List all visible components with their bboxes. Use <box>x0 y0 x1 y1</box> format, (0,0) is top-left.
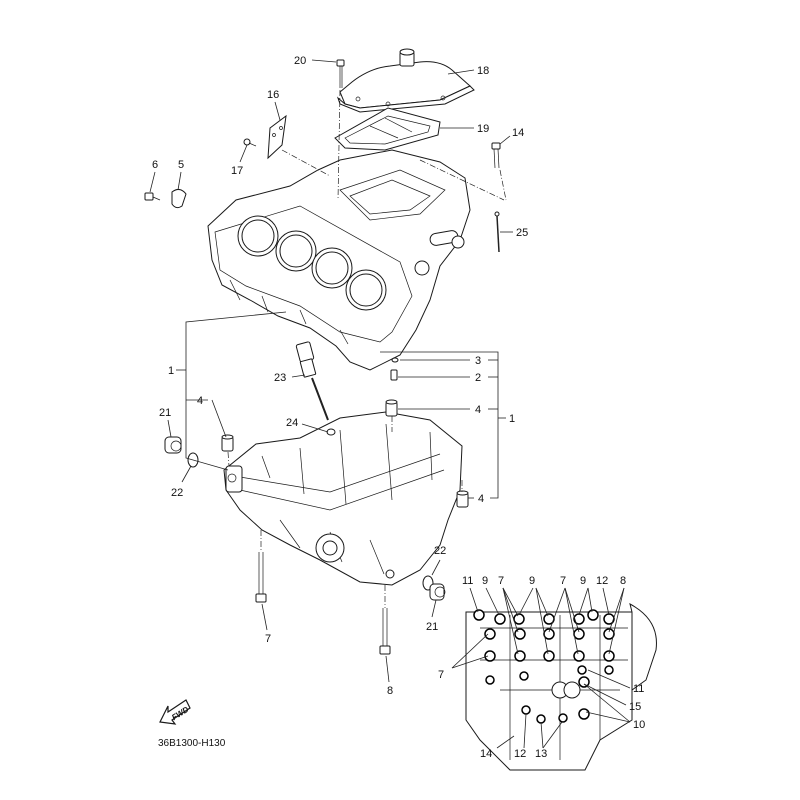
callout-5[interactable]: 5 <box>178 159 184 171</box>
callout-11-inset-top[interactable]: 11 <box>462 575 473 587</box>
part-21-plug-left[interactable] <box>164 436 182 454</box>
callout-7-inset-b[interactable]: 7 <box>560 575 566 587</box>
callout-16[interactable]: 16 <box>267 89 279 101</box>
part-6-bolt[interactable] <box>144 192 161 201</box>
callout-15[interactable]: 15 <box>629 701 641 713</box>
part-3-o-ring[interactable] <box>391 357 399 363</box>
part-2-bolt[interactable] <box>390 369 398 381</box>
part-23-sensor[interactable] <box>295 341 329 421</box>
callout-9-inset-a[interactable]: 9 <box>482 575 488 587</box>
callout-21-left[interactable]: 21 <box>159 407 171 419</box>
part-4-dowel-left[interactable] <box>221 434 234 452</box>
callout-7-inset-c[interactable]: 7 <box>438 669 444 681</box>
callout-6[interactable]: 6 <box>152 159 158 171</box>
part-17-screw[interactable] <box>243 138 257 147</box>
callout-7-inset-a[interactable]: 7 <box>498 575 504 587</box>
callout-18[interactable]: 18 <box>477 65 489 77</box>
part-5-cover[interactable] <box>171 188 187 209</box>
callout-20[interactable]: 20 <box>294 55 306 67</box>
callout-4-left[interactable]: 4 <box>197 395 203 407</box>
part-20-bolt[interactable] <box>336 59 345 88</box>
callout-14-inset[interactable]: 14 <box>480 748 492 760</box>
callout-22-left[interactable]: 22 <box>171 487 183 499</box>
part-4-dowel-mid[interactable] <box>385 399 398 417</box>
callout-10[interactable]: 10 <box>633 719 645 731</box>
callout-13[interactable]: 13 <box>535 748 547 760</box>
callout-2[interactable]: 2 <box>475 372 481 384</box>
callout-8-inset[interactable]: 8 <box>620 575 626 587</box>
callout-9-inset-c[interactable]: 9 <box>580 575 586 587</box>
callout-8-bolt[interactable]: 8 <box>387 685 393 697</box>
fwd-arrow-icon: FWD <box>159 699 191 725</box>
callout-19[interactable]: 19 <box>477 123 489 135</box>
part-25-rod[interactable] <box>494 211 500 253</box>
callout-12-inset-bottom[interactable]: 12 <box>514 748 526 760</box>
callout-21-right[interactable]: 21 <box>426 621 438 633</box>
part-18-cover[interactable] <box>336 48 475 113</box>
callout-14-upper[interactable]: 14 <box>512 127 524 139</box>
callout-22-right[interactable]: 22 <box>434 545 446 557</box>
callout-3[interactable]: 3 <box>475 355 481 367</box>
part-14-bolt-upper[interactable] <box>491 142 501 169</box>
callout-4-mid[interactable]: 4 <box>475 404 481 416</box>
part-21-plug-right[interactable] <box>429 583 446 601</box>
callout-9-inset-b[interactable]: 9 <box>529 575 535 587</box>
callout-17[interactable]: 17 <box>231 165 243 177</box>
leader-lines <box>149 59 631 749</box>
part-16-plate[interactable] <box>267 114 287 160</box>
inset-bottom-view <box>465 603 657 771</box>
reference-code: 36B1300-H130 <box>158 738 226 749</box>
upper-crankcase[interactable] <box>207 149 471 371</box>
callout-11-inset-side[interactable]: 11 <box>633 683 644 695</box>
part-8-long-bolt[interactable] <box>379 608 391 655</box>
callout-4-right[interactable]: 4 <box>478 493 484 505</box>
part-19-gasket[interactable] <box>334 107 441 151</box>
callout-labels: 20 18 19 16 17 6 5 14 25 3 2 4 1 4 1 4 2… <box>152 55 645 760</box>
callout-7-bolt[interactable]: 7 <box>265 633 271 645</box>
callout-23[interactable]: 23 <box>274 372 286 384</box>
part-4-dowel-right[interactable] <box>456 490 469 508</box>
callout-1-left[interactable]: 1 <box>168 365 174 377</box>
part-7-long-bolt[interactable] <box>255 552 267 603</box>
callout-1-right[interactable]: 1 <box>509 413 515 425</box>
callout-25[interactable]: 25 <box>516 227 528 239</box>
lower-crankcase[interactable] <box>223 411 463 586</box>
part-24-washer[interactable] <box>326 428 336 436</box>
callout-12-inset-top[interactable]: 12 <box>596 575 608 587</box>
callout-24[interactable]: 24 <box>286 417 298 429</box>
